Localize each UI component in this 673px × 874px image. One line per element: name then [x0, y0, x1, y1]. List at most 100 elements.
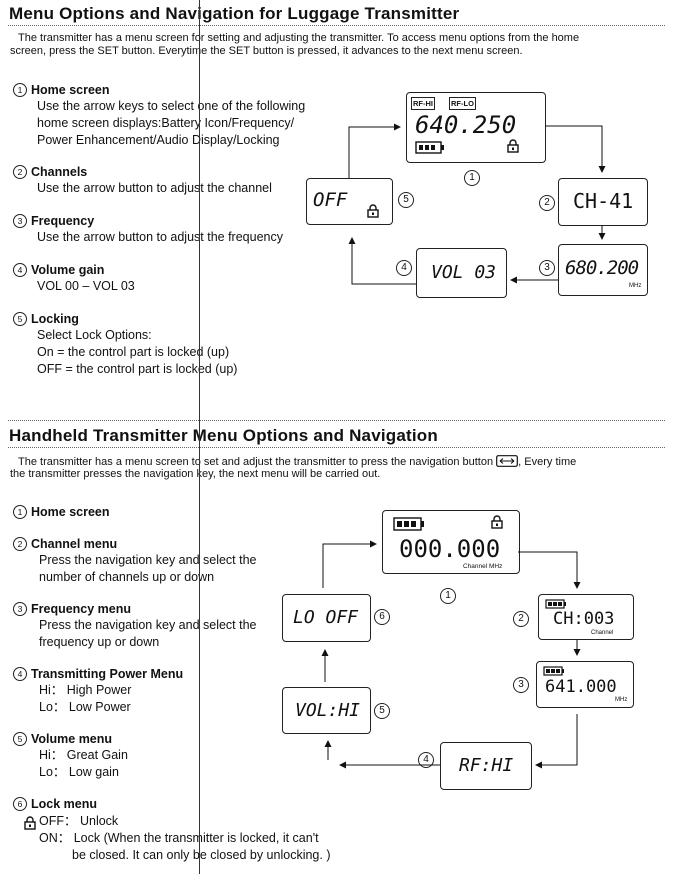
channel-readout: CH:003: [553, 609, 615, 629]
volume-readout: VOL 03: [431, 262, 497, 283]
scan-line: [199, 0, 200, 874]
step-label-1: 1: [464, 168, 484, 186]
arrow-lock-to-home: [348, 123, 401, 178]
lock-icon: [24, 816, 36, 830]
item-number: 2: [13, 165, 27, 179]
intro-text: The transmitter has a menu screen to set…: [18, 456, 494, 468]
battery-icon: [545, 599, 566, 609]
step-label-4: 4: [396, 258, 416, 276]
intro-text: , Every time: [518, 456, 577, 468]
handheld-item-lock-line: OFF： Unlock: [39, 814, 119, 828]
item-number: 5: [13, 312, 27, 326]
step-label-3: 3: [513, 675, 533, 693]
luggage-item-channels: 2 Channels: [13, 165, 87, 179]
navigation-button-icon: [496, 455, 519, 467]
item-heading: Home screen: [31, 83, 110, 97]
handheld-item-channel-line: number of channels up or down: [39, 570, 215, 584]
frequency-readout: 641.000: [545, 677, 617, 697]
luggage-item-home-line: Power Enhancement/Audio Display/Locking: [37, 133, 280, 147]
channel-sub-label: Channel: [591, 630, 614, 636]
luggage-item-frequency-line: Use the arrow button to adjust the frequ…: [37, 230, 283, 244]
frequency-readout: 680.200: [565, 257, 639, 279]
item-number: 1: [13, 83, 27, 97]
arrow-lock-to-home: [322, 540, 377, 588]
item-heading: Frequency: [31, 214, 95, 228]
handheld-item-frequency-line: Press the navigation key and select the: [39, 618, 257, 632]
item-number: 3: [13, 214, 27, 228]
section-divider: [8, 420, 665, 421]
handheld-item-power-line: Lo： Low Power: [39, 700, 131, 714]
item-heading: Frequency menu: [31, 602, 132, 616]
handheld-volume-screen: VOL:HI: [282, 687, 371, 734]
battery-icon: [393, 517, 424, 531]
luggage-channel-screen: CH-41: [558, 178, 648, 226]
handheld-item-volume: 5 Volume menu: [13, 732, 112, 746]
arrow-home-to-channel: [545, 125, 606, 173]
handheld-item-frequency-line: frequency up or down: [39, 635, 160, 649]
luggage-home-screen: RF-HI RF-LO 640.250: [406, 92, 546, 163]
channel-mhz-label: Channel MHz: [463, 563, 503, 570]
luggage-item-volume-line: VOL 00 – VOL 03: [37, 279, 135, 293]
lock-icon: [507, 139, 519, 153]
label-number: 5: [398, 192, 414, 208]
handheld-item-channel: 2 Channel menu: [13, 537, 117, 551]
handheld-rf-screen: RF:HI: [440, 742, 532, 790]
handheld-frequency-screen: 641.000 MHz: [536, 661, 634, 708]
handheld-item-volume-line: Lo： Low gain: [39, 765, 119, 779]
section-title-handheld: Handheld Transmitter Menu Options and Na…: [9, 426, 438, 445]
step-label-6: 6: [374, 607, 394, 625]
handheld-lock-screen: LO OFF: [282, 594, 371, 642]
label-number: 1: [440, 588, 456, 604]
label-number: 6: [374, 609, 390, 625]
handheld-intro-line2: the transmitter presses the navigation k…: [10, 468, 381, 480]
volume-readout: VOL:HI: [295, 700, 361, 721]
mhz-unit: MHz: [629, 283, 642, 289]
item-number: 4: [13, 667, 27, 681]
lock-icon: [367, 204, 379, 218]
luggage-item-home-line: Use the arrow keys to select one of the …: [37, 99, 306, 113]
rf-hi-badge: RF-HI: [411, 97, 435, 110]
rf-lo-badge: RF-LO: [449, 97, 476, 110]
step-label-2: 2: [539, 193, 559, 211]
item-number: 2: [13, 537, 27, 551]
luggage-item-locking-line: On = the control part is locked (up): [37, 345, 230, 359]
luggage-item-channels-line: Use the arrow button to adjust the chann…: [37, 181, 272, 195]
handheld-item-channel-line: Press the navigation key and select the: [39, 553, 257, 567]
item-heading: Channel menu: [31, 537, 118, 551]
home-frequency-readout: 640.250: [415, 111, 517, 139]
item-heading: Volume menu: [31, 732, 113, 746]
battery-icon: [543, 666, 564, 676]
label-number: 2: [539, 195, 555, 211]
label-number: 1: [464, 170, 480, 186]
handheld-item-lock-line: ON： Lock (When the transmitter is locked…: [39, 831, 319, 845]
handheld-item-volume-line: Hi： Great Gain: [39, 748, 128, 762]
title-rule: [8, 25, 665, 26]
luggage-item-locking: 5 Locking: [13, 312, 79, 326]
battery-icon: [415, 141, 444, 154]
handheld-item-frequency: 3 Frequency menu: [13, 602, 131, 616]
lock-icon: [491, 515, 503, 529]
step-label-5: 5: [398, 190, 418, 208]
mhz-unit: MHz: [615, 697, 628, 703]
arrow-volume-to-lock: [348, 237, 416, 285]
item-heading: Channels: [31, 165, 88, 179]
label-number: 3: [539, 260, 555, 276]
item-number: 3: [13, 602, 27, 616]
item-number: 1: [13, 505, 27, 519]
arrow-frequency-to-rf: [535, 714, 578, 769]
luggage-frequency-screen: 680.200 MHz: [558, 244, 648, 296]
label-number: 4: [396, 260, 412, 276]
handheld-home-screen: 000.000 Channel MHz: [382, 510, 520, 574]
item-number: 5: [13, 732, 27, 746]
luggage-item-locking-line: Select Lock Options:: [37, 328, 152, 342]
item-heading: Lock menu: [31, 797, 97, 811]
step-label-3: 3: [539, 258, 559, 276]
luggage-intro-line2: screen, press the SET button. Everytime …: [10, 45, 523, 57]
item-heading: Locking: [31, 312, 79, 326]
lock-off-readout: OFF: [313, 189, 348, 211]
